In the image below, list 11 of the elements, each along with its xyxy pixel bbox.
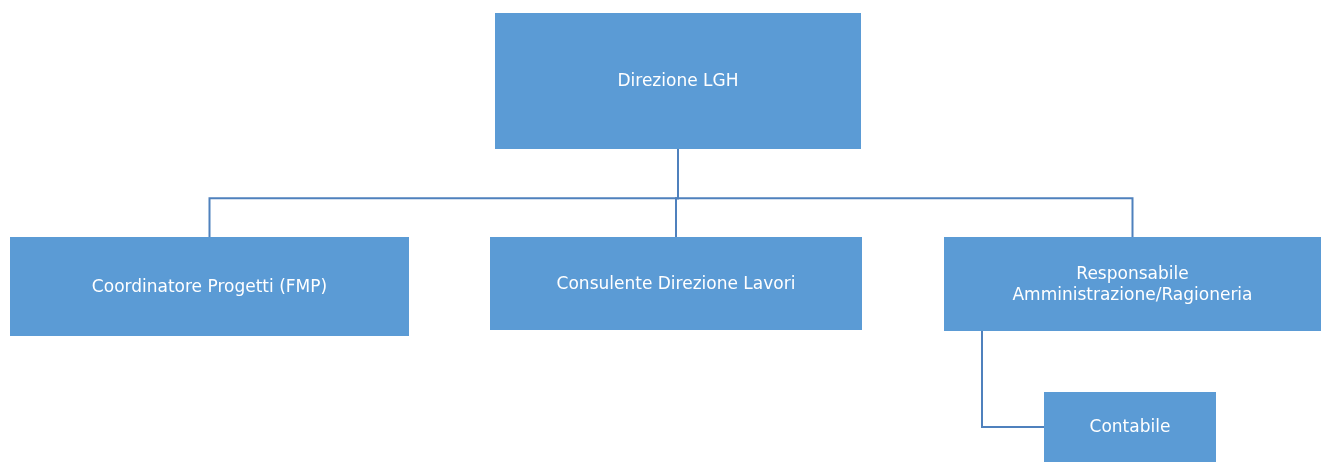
box-label: Direzione LGH [617, 70, 739, 92]
org-box [495, 13, 861, 149]
org-box [490, 237, 862, 330]
org-box [1044, 392, 1216, 462]
box-label: Responsabile Amministrazione/Ragioneria [1011, 262, 1254, 306]
org-box [944, 237, 1321, 331]
connector-line [981, 330, 1045, 428]
box-label: Consulente Direzione Lavori [556, 272, 796, 295]
org-box [10, 237, 409, 336]
box-label: Coordinatore Progetti (FMP) [91, 275, 328, 298]
box-label: Contabile [1089, 416, 1171, 438]
